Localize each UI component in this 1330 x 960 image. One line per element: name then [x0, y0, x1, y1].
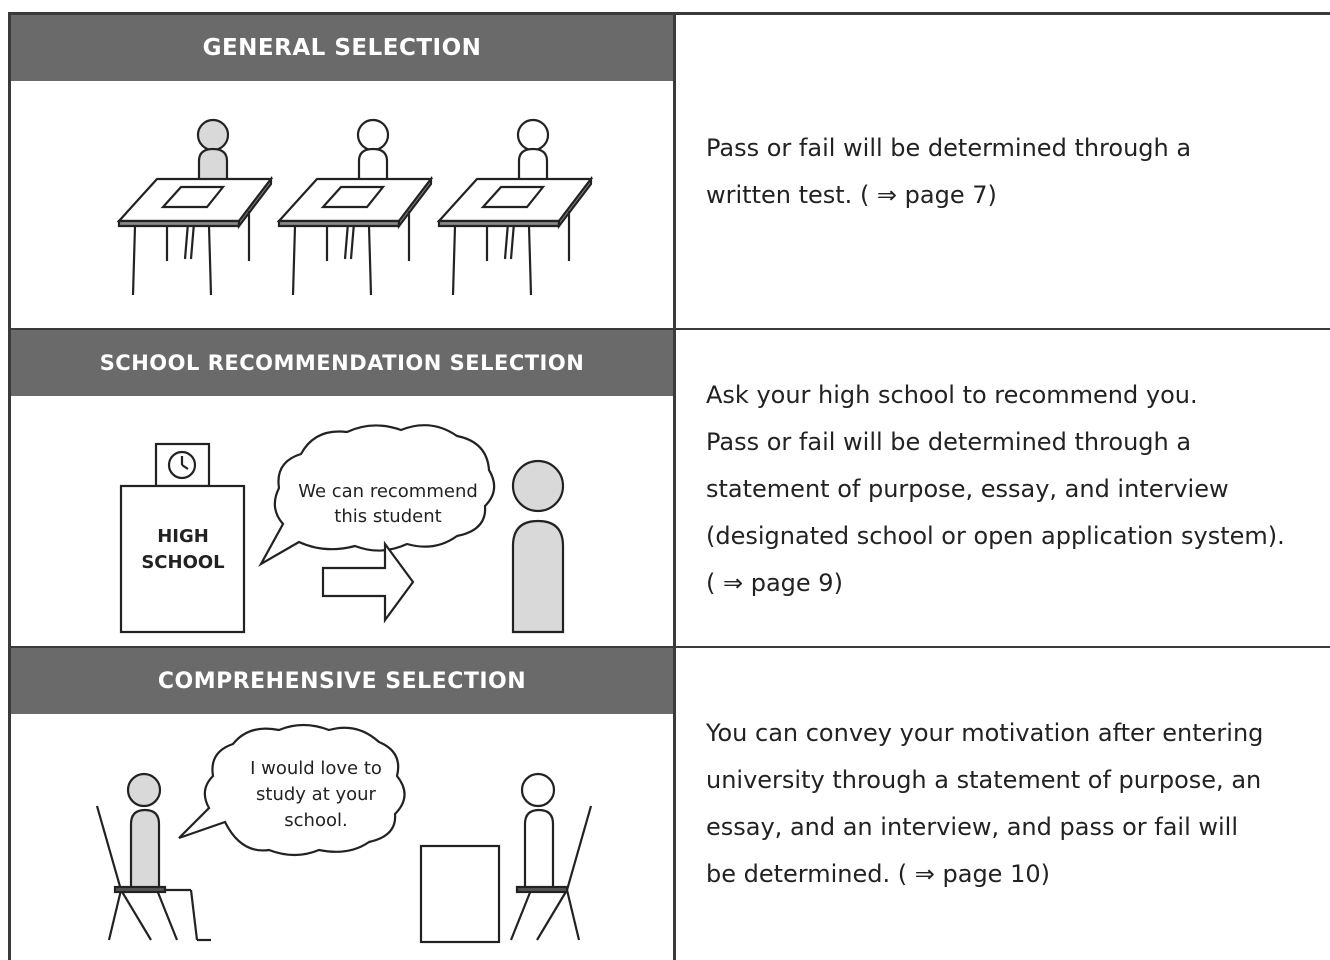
high-school-building: [119, 442, 246, 634]
speech-line2: study at your: [256, 784, 377, 805]
school-recommendation-description: Ask your high school to recommend you. P…: [706, 372, 1316, 607]
interviewer-figure: [509, 772, 593, 941]
description-line: You can convey your motivation after ent…: [706, 719, 1264, 747]
speech-cloud: [258, 424, 496, 567]
speech-cloud: [178, 723, 406, 857]
row-divider-1: [8, 328, 1330, 330]
school-label-line2: SCHOOL: [141, 552, 224, 573]
table-left-border: [8, 12, 11, 960]
speech-line2: this student: [334, 506, 441, 527]
description-line: written test. ( ⇒ page 7): [706, 181, 997, 209]
description-line: Pass or fail will be determined through …: [706, 428, 1192, 456]
description-line: (designated school or open application s…: [706, 522, 1285, 550]
speech-line3: school.: [284, 810, 347, 831]
applicant-figure: [95, 772, 211, 942]
comprehensive-selection-heading: COMPREHENSIVE SELECTION: [11, 648, 673, 714]
general-selection-heading: GENERAL SELECTION: [11, 15, 673, 81]
description-line: ( ⇒ page 9): [706, 569, 843, 597]
description-line: statement of purpose, essay, and intervi…: [706, 475, 1229, 503]
description-line: essay, and an interview, and pass or fai…: [706, 813, 1239, 841]
comprehensive-selection-description: You can convey your motivation after ent…: [706, 710, 1316, 898]
speech-line1: I would love to: [250, 758, 382, 779]
desk-with-student-2: [276, 118, 434, 296]
speech-line1: We can recommend: [298, 481, 478, 502]
school-label-line1: HIGH: [157, 526, 209, 547]
general-selection-description: Pass or fail will be determined through …: [706, 125, 1316, 219]
student-figure: [511, 459, 565, 634]
table-top-border: [8, 12, 1330, 15]
right-arrow-icon: [321, 540, 415, 624]
row-divider-2: [8, 646, 1330, 648]
selection-table: GENERAL SELECTION: [8, 12, 1330, 960]
desk-with-student-1: [116, 118, 274, 296]
description-line: Ask your high school to recommend you.: [706, 381, 1198, 409]
description-line: be determined. ( ⇒ page 10): [706, 860, 1050, 888]
table-column-divider: [673, 12, 676, 960]
description-line: Pass or fail will be determined through …: [706, 134, 1192, 162]
desk-with-student-3: [436, 118, 594, 296]
comprehensive-selection-illustration: I would love to study at your school.: [11, 714, 673, 960]
general-selection-illustration: [11, 81, 673, 328]
school-recommendation-heading: SCHOOL RECOMMENDATION SELECTION: [11, 330, 673, 396]
description-line: university through a statement of purpos…: [706, 766, 1262, 794]
school-recommendation-illustration: HIGH SCHOOL We can recommend this studen…: [11, 396, 673, 646]
interview-desk: [419, 844, 501, 944]
